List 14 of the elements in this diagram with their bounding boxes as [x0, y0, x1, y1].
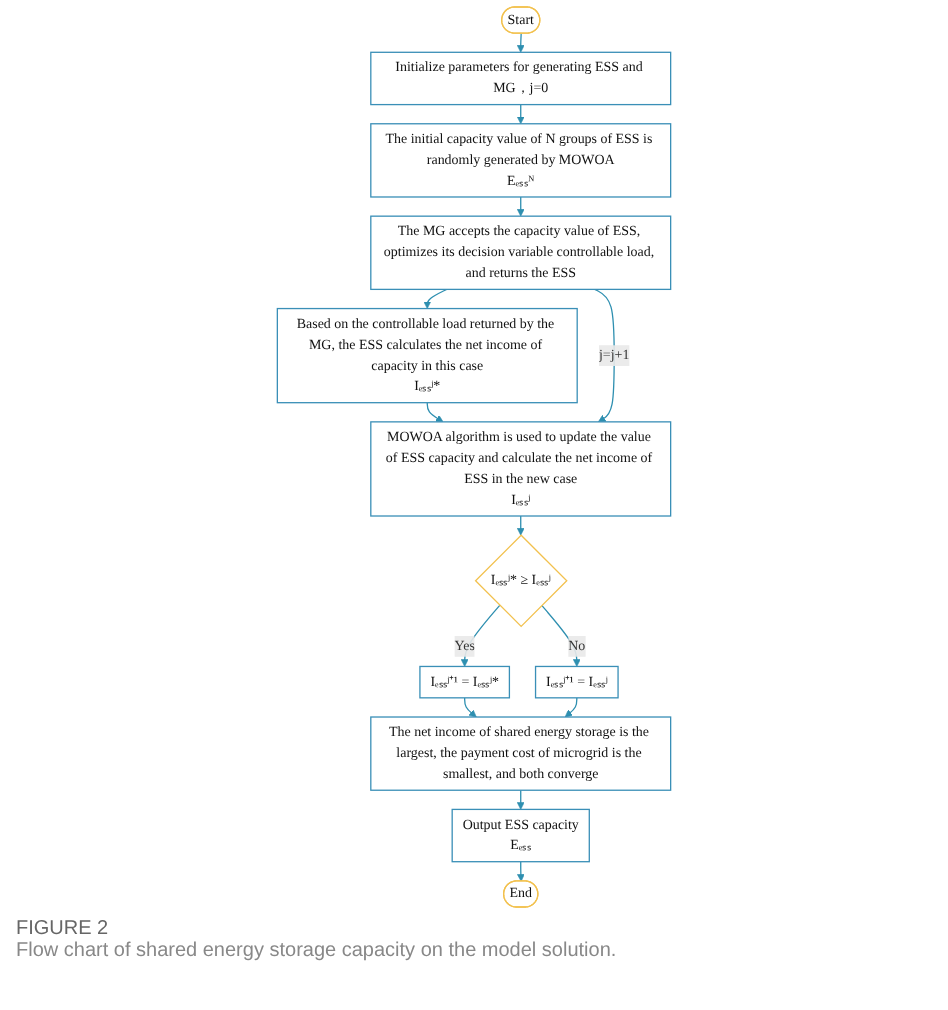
arrow — [594, 288, 615, 423]
arrow — [464, 697, 477, 718]
arrow — [426, 402, 444, 423]
arrow — [460, 604, 501, 667]
arrow — [516, 32, 525, 53]
arrow — [516, 103, 525, 125]
arrow — [423, 288, 448, 309]
arrow — [517, 861, 525, 882]
figure-label: FIGURE 2 — [16, 918, 111, 940]
arrow — [516, 515, 525, 536]
arrow — [516, 789, 525, 810]
arrow — [564, 697, 578, 718]
arrow — [516, 196, 525, 217]
caption: Flow chart of shared energy storage capacity on the model solution. — [16, 940, 619, 962]
